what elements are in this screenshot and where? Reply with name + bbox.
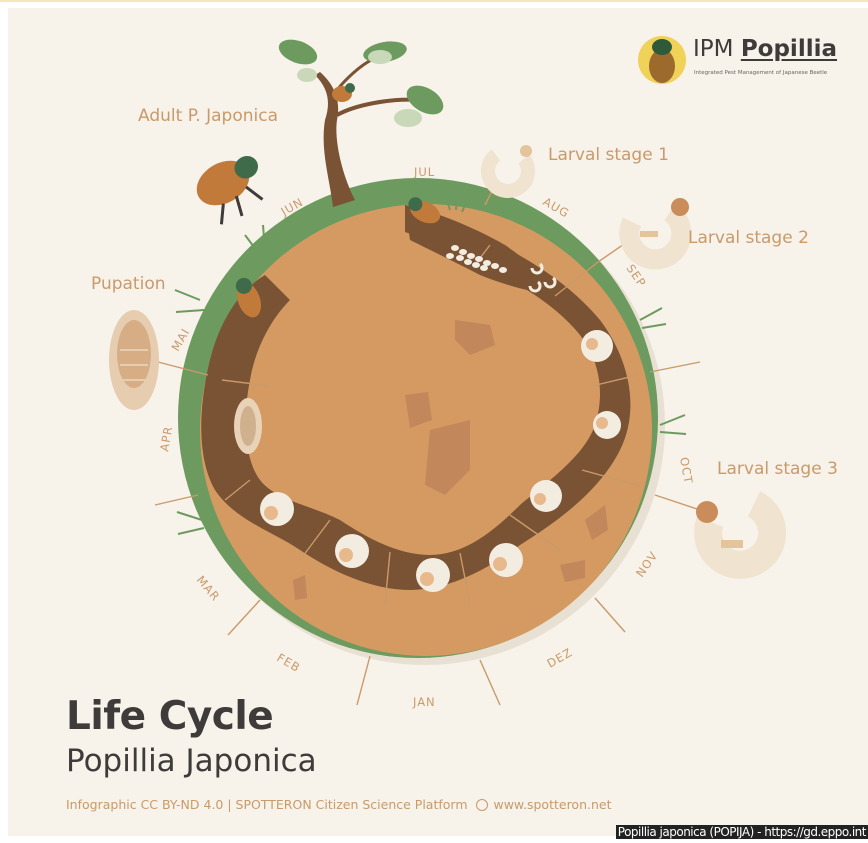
page-subtitle: Popillia Japonica	[66, 743, 317, 779]
source-caption: Popillia japonica (POPIJA) - https://gd.…	[616, 825, 868, 839]
label-larval-stage-2: Larval stage 2	[688, 228, 809, 248]
larva-stage2-illustration	[629, 198, 689, 259]
month-jul: JUL	[413, 165, 435, 179]
logo-name: Popillia	[741, 36, 837, 62]
license-text: Infographic CC BY-ND 4.0 | SPOTTERON Cit…	[66, 797, 468, 812]
location-pin-icon	[476, 799, 488, 811]
label-larval-stage-3: Larval stage 3	[717, 459, 838, 479]
website-link[interactable]: www.spotteron.net	[493, 797, 611, 812]
label-pupation: Pupation	[91, 274, 166, 294]
label-adult: Adult P. Japonica	[138, 106, 278, 126]
label-larval-stage-1: Larval stage 1	[548, 145, 669, 165]
larva-stage1-illustration	[488, 145, 532, 191]
tree-branch	[337, 58, 375, 90]
credit-line: Infographic CC BY-ND 4.0 | SPOTTERON Cit…	[66, 797, 612, 812]
logo-tagline: Integrated Pest Management of Japanese B…	[694, 70, 827, 76]
ipm-popillia-logo-icon	[638, 36, 686, 84]
month-nov: NOV	[633, 548, 661, 579]
logo-text: IPM Popillia	[693, 36, 837, 62]
leaves	[275, 35, 448, 127]
month-oct: OCT	[677, 456, 695, 485]
logo-prefix: IPM	[693, 36, 734, 62]
month-mar: MAR	[194, 573, 223, 604]
month-dez: DEZ	[545, 645, 575, 671]
month-jan: JAN	[412, 695, 436, 709]
beetle-adult-flying	[189, 146, 277, 230]
beetle-on-tree	[332, 83, 355, 102]
page-title: Life Cycle	[66, 694, 273, 739]
pupa-illustration	[109, 310, 159, 410]
larva-stage3-illustration	[696, 501, 772, 565]
month-feb: FEB	[275, 650, 303, 675]
month-apr: APR	[157, 425, 175, 453]
